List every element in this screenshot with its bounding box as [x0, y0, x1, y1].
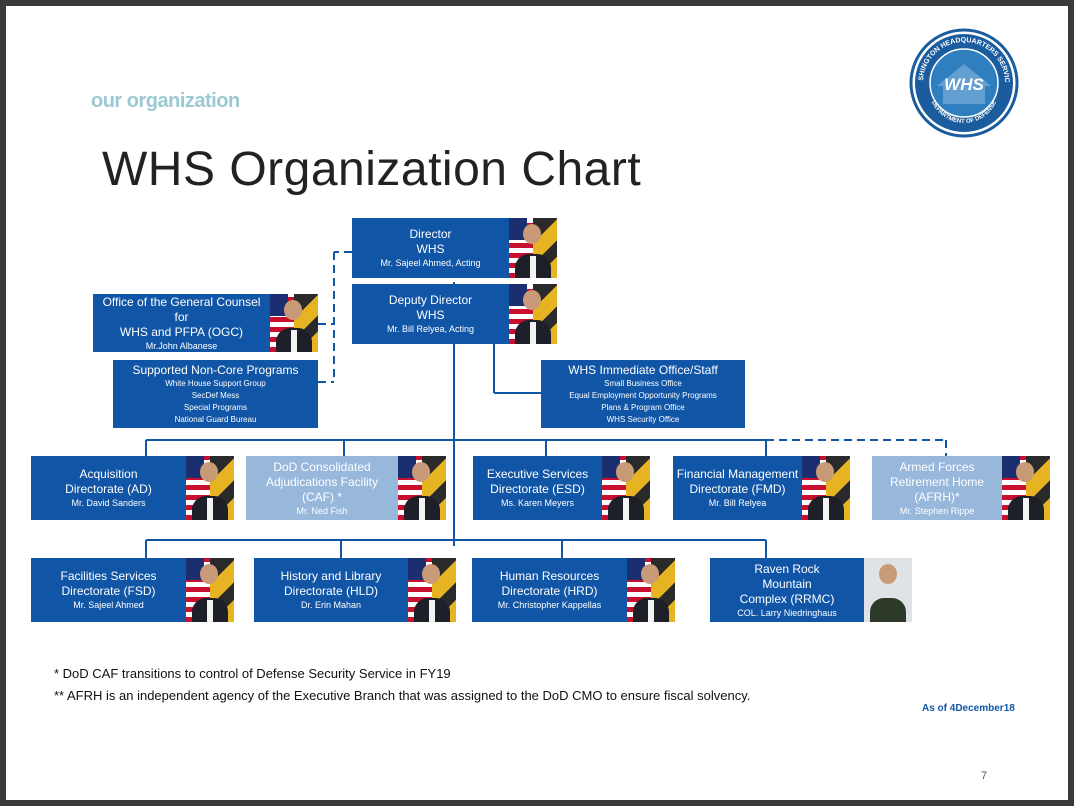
director-photo — [509, 218, 557, 278]
noncore-item: White House Support Group — [165, 378, 266, 388]
hrd-photo — [627, 558, 675, 622]
rrmc-line1: Raven Rock — [754, 561, 820, 576]
immediate-office-box: WHS Immediate Office/Staff Small Busines… — [541, 360, 745, 428]
fmd-photo — [802, 456, 850, 520]
director-name: Mr. Sajeel Ahmed, Acting — [380, 258, 481, 268]
rrmc-box: Raven Rock Mountain Complex (RRMC) COL. … — [710, 558, 912, 622]
esd-line2: Directorate (ESD) — [490, 482, 585, 496]
immediate-item: Equal Employment Opportunity Programs — [569, 390, 717, 400]
esd-box: Executive Services Directorate (ESD) Ms.… — [473, 456, 650, 520]
deputy-org: WHS — [416, 308, 445, 322]
immediate-item: Small Business Office — [604, 378, 682, 388]
slide: our organization WHS Organization Chart … — [6, 6, 1068, 800]
caf-name: Mr. Ned Fish — [296, 505, 348, 516]
hld-box: History and Library Directorate (HLD) Dr… — [254, 558, 456, 622]
fmd-line2: Directorate (FMD) — [689, 482, 786, 496]
rrmc-photo — [864, 558, 912, 622]
hld-line2: Directorate (HLD) — [283, 584, 379, 598]
hrd-line2: Directorate (HRD) — [501, 584, 598, 598]
deputy-photo — [509, 284, 557, 344]
director-org: WHS — [416, 242, 445, 256]
immediate-title: WHS Immediate Office/Staff — [568, 362, 718, 377]
noncore-programs-box: Supported Non-Core Programs White House … — [113, 360, 318, 428]
ad-box: Acquisition Directorate (AD) Mr. David S… — [31, 456, 234, 520]
ogc-line1: Office of the General Counsel for — [102, 294, 261, 324]
seal-center-text: WHS — [944, 75, 984, 94]
hld-line1: History and Library — [280, 569, 382, 583]
fmd-name: Mr. Bill Relyea — [708, 498, 767, 508]
hrd-line1: Human Resources — [499, 569, 600, 583]
noncore-item: SecDef Mess — [191, 390, 240, 400]
section-kicker: our organization — [91, 90, 240, 112]
afrh-photo — [1002, 456, 1050, 520]
ogc-photo — [270, 294, 318, 352]
noncore-title: Supported Non-Core Programs — [132, 362, 299, 377]
page-title: WHS Organization Chart — [102, 143, 642, 196]
esd-name: Ms. Karen Meyers — [500, 498, 575, 508]
rrmc-line3: Complex (RRMC) — [739, 591, 835, 606]
rrmc-line2: Mountain — [762, 576, 812, 591]
fsd-line2: Directorate (FSD) — [61, 584, 156, 598]
ogc-box: Office of the General Counsel for WHS an… — [93, 294, 318, 352]
hrd-name: Mr. Christopher Kappellas — [497, 600, 602, 610]
ad-line1: Acquisition — [79, 467, 138, 481]
hld-name: Dr. Erin Mahan — [300, 600, 362, 610]
fmd-line1: Financial Management — [676, 467, 799, 481]
rrmc-name: COL. Larry Niedringhaus — [737, 607, 837, 618]
afrh-box: Armed Forces Retirement Home (AFRH)* Mr.… — [872, 456, 1050, 520]
whs-seal-logo: WHS WASHINGTON HEADQUARTERS SERVICES DEP… — [909, 28, 1019, 138]
fsd-name: Mr. Sajeel Ahmed — [73, 600, 144, 610]
connector-lines — [145, 251, 947, 558]
afrh-name: Mr. Stephen Rippe — [899, 505, 975, 516]
caf-box: DoD Consolidated Adjudications Facility … — [246, 456, 446, 520]
hld-photo — [408, 558, 456, 622]
noncore-item: Special Programs — [183, 402, 248, 412]
fmd-box: Financial Management Directorate (FMD) M… — [673, 456, 850, 520]
ad-name: Mr. David Sanders — [71, 498, 146, 508]
caf-photo — [398, 456, 446, 520]
hrd-box: Human Resources Directorate (HRD) Mr. Ch… — [472, 558, 675, 622]
esd-photo — [602, 456, 650, 520]
deputy-director-box: Deputy Director WHS Mr. Bill Relyea, Act… — [352, 284, 557, 344]
caf-line2: Adjudications Facility (CAF) * — [265, 474, 379, 504]
director-title: Director — [409, 227, 452, 241]
ad-photo — [186, 456, 234, 520]
ogc-name: Mr.John Albanese — [145, 340, 218, 351]
as-of-date: As of 4December18 — [922, 703, 1015, 714]
deputy-title: Deputy Director — [388, 293, 473, 307]
page-number: 7 — [981, 770, 988, 782]
afrh-line1: Armed Forces — [899, 459, 975, 474]
fsd-box: Facilities Services Directorate (FSD) Mr… — [31, 558, 234, 622]
ad-line2: Directorate (AD) — [65, 482, 152, 496]
afrh-line2: Retirement Home (AFRH)* — [889, 474, 985, 504]
ogc-line2: WHS and PFPA (OGC) — [119, 324, 244, 339]
fsd-photo — [186, 558, 234, 622]
footnote-afrh: ** AFRH is an independent agency of the … — [54, 688, 751, 703]
deputy-name: Mr. Bill Relyea, Acting — [386, 324, 475, 334]
footnote-caf: * DoD CAF transitions to control of Defe… — [54, 666, 451, 681]
esd-line1: Executive Services — [486, 467, 589, 481]
noncore-item: National Guard Bureau — [174, 414, 257, 424]
immediate-item: Plans & Program Office — [601, 402, 685, 412]
fsd-line1: Facilities Services — [60, 569, 157, 583]
caf-line1: DoD Consolidated — [273, 459, 371, 474]
immediate-item: WHS Security Office — [606, 414, 680, 424]
director-box: Director WHS Mr. Sajeel Ahmed, Acting — [352, 218, 557, 278]
